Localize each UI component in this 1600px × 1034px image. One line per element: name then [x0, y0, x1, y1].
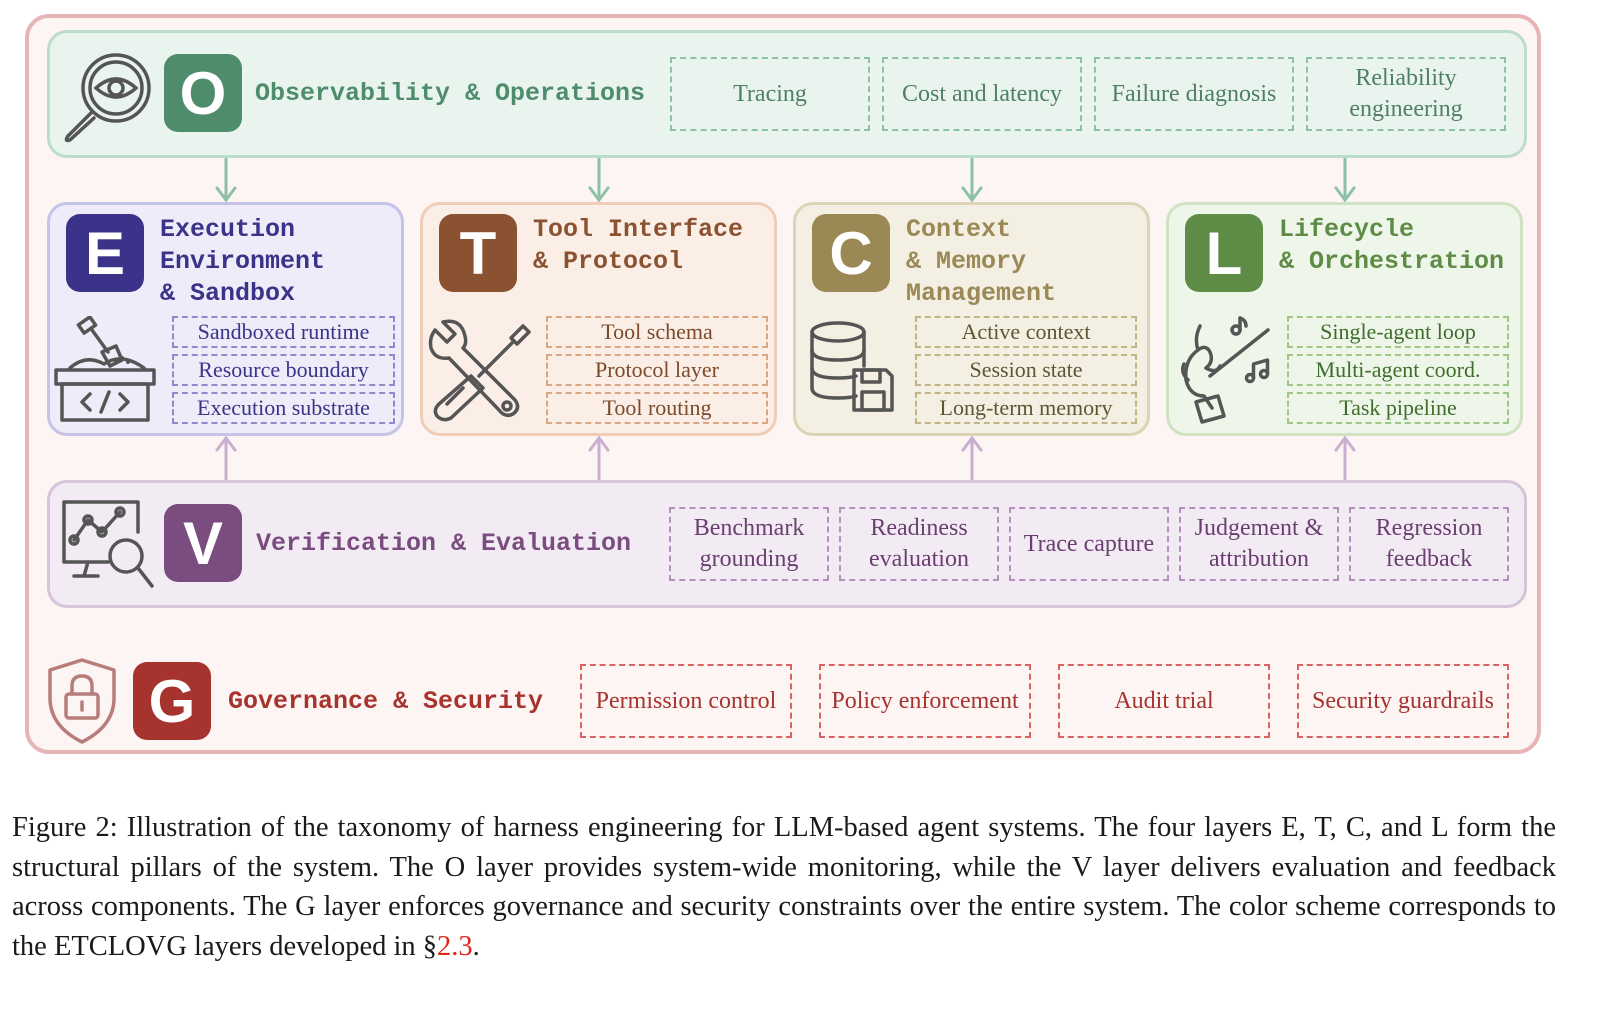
arrow-o-to-l — [1334, 158, 1356, 203]
caption-end: . — [472, 930, 480, 962]
layer-c-title-line: & Memory — [906, 247, 1027, 276]
t-item-tool-routing: Tool routing — [546, 392, 768, 424]
layer-l-title-line: & Orchestration — [1279, 247, 1505, 276]
chart-magnifier-icon — [62, 500, 154, 588]
layer-t-card — [420, 202, 777, 436]
c-item-session-state: Session state — [915, 354, 1137, 386]
layer-e-title-line: & Sandbox — [160, 279, 296, 308]
wrench-screwdriver-icon — [428, 319, 531, 422]
arrow-o-to-t — [588, 158, 610, 203]
layer-t-badge: T — [439, 214, 517, 292]
layer-t-title: Tool Interface & Protocol — [533, 214, 743, 278]
c-item-active-context: Active context — [915, 316, 1137, 348]
t-item-protocol-layer: Protocol layer — [546, 354, 768, 386]
arrow-v-to-c — [961, 436, 983, 480]
e-sub-list: Sandboxed runtime Resource boundary Exec… — [172, 316, 395, 424]
magnifier-eye-icon — [64, 53, 151, 143]
t-item-tool-schema: Tool schema — [546, 316, 768, 348]
o-item-reliability-engineering: Reliability engineering — [1306, 57, 1506, 131]
layer-e-title-line: Environment — [160, 247, 326, 276]
layer-v-title: Verification & Evaluation — [256, 529, 632, 558]
v-item-regression-feedback: Regression feedback — [1349, 507, 1509, 581]
layer-o-badge: O — [164, 54, 242, 132]
layer-l-badge: L — [1185, 214, 1263, 292]
caption-text: Figure 2: Illustration of the taxonomy o… — [12, 812, 1556, 962]
layer-v-band — [47, 480, 1527, 608]
v-item-trace-capture: Trace capture — [1009, 507, 1169, 581]
t-sub-list: Tool schema Protocol layer Tool routing — [546, 316, 768, 424]
l-item-multi-agent-coord: Multi-agent coord. — [1287, 354, 1509, 386]
v-item-readiness-evaluation: Readiness evaluation — [839, 507, 999, 581]
database-save-icon — [810, 321, 894, 412]
layer-l-title: Lifecycle & Orchestration — [1279, 214, 1504, 278]
shield-lock-icon — [48, 658, 116, 744]
e-item-sandboxed-runtime: Sandboxed runtime — [172, 316, 395, 348]
layer-t-title-line: & Protocol — [533, 247, 684, 276]
layer-o-band — [47, 30, 1527, 158]
arrow-v-to-l — [1334, 436, 1356, 480]
layer-c-title-line: Management — [906, 279, 1057, 308]
figure-caption: Figure 2: Illustration of the taxonomy o… — [12, 808, 1556, 966]
layer-c-badge: C — [812, 214, 890, 292]
arrow-o-to-c — [961, 158, 983, 203]
e-item-resource-boundary: Resource boundary — [172, 354, 395, 386]
o-item-failure-diagnosis: Failure diagnosis — [1094, 57, 1294, 131]
layer-g-badge: G — [133, 662, 211, 740]
l-item-single-agent-loop: Single-agent loop — [1287, 316, 1509, 348]
l-item-task-pipeline: Task pipeline — [1287, 392, 1509, 424]
layer-c-title-line: Context — [906, 215, 1012, 244]
layer-v-badge: V — [164, 504, 242, 582]
g-item-policy-enforcement: Policy enforcement — [819, 664, 1031, 738]
v-item-judgement-attribution: Judgement & attribution — [1179, 507, 1339, 581]
layer-g-title: Governance & Security — [228, 687, 544, 716]
g-item-permission-control: Permission control — [580, 664, 792, 738]
layer-e-badge: E — [66, 214, 144, 292]
layer-c-title: Context & Memory Management — [906, 214, 1056, 310]
layer-o-title: Observability & Operations — [255, 79, 646, 108]
g-item-audit-trial: Audit trial — [1058, 664, 1270, 738]
l-sub-list: Single-agent loop Multi-agent coord. Tas… — [1287, 316, 1509, 424]
o-item-cost-latency: Cost and latency — [882, 57, 1082, 131]
sandbox-box-icon — [54, 316, 156, 422]
layer-e-title-line: Execution — [160, 215, 296, 244]
c-sub-list: Active context Session state Long-term m… — [915, 316, 1137, 424]
e-item-execution-substrate: Execution substrate — [172, 392, 395, 424]
conductor-hand-icon — [1180, 316, 1270, 424]
v-item-benchmark-grounding: Benchmark grounding — [669, 507, 829, 581]
layer-t-title-line: Tool Interface — [533, 215, 744, 244]
o-item-tracing: Tracing — [670, 57, 870, 131]
g-item-security-guardrails: Security guardrails — [1297, 664, 1509, 738]
c-item-long-term-memory: Long-term memory — [915, 392, 1137, 424]
arrow-v-to-e — [215, 436, 237, 480]
layer-l-title-line: Lifecycle — [1279, 215, 1415, 244]
section-reference-link[interactable]: 2.3 — [437, 930, 473, 962]
layer-e-title: Execution Environment & Sandbox — [160, 214, 325, 310]
arrow-v-to-t — [588, 436, 610, 480]
arrow-o-to-e — [215, 158, 237, 203]
